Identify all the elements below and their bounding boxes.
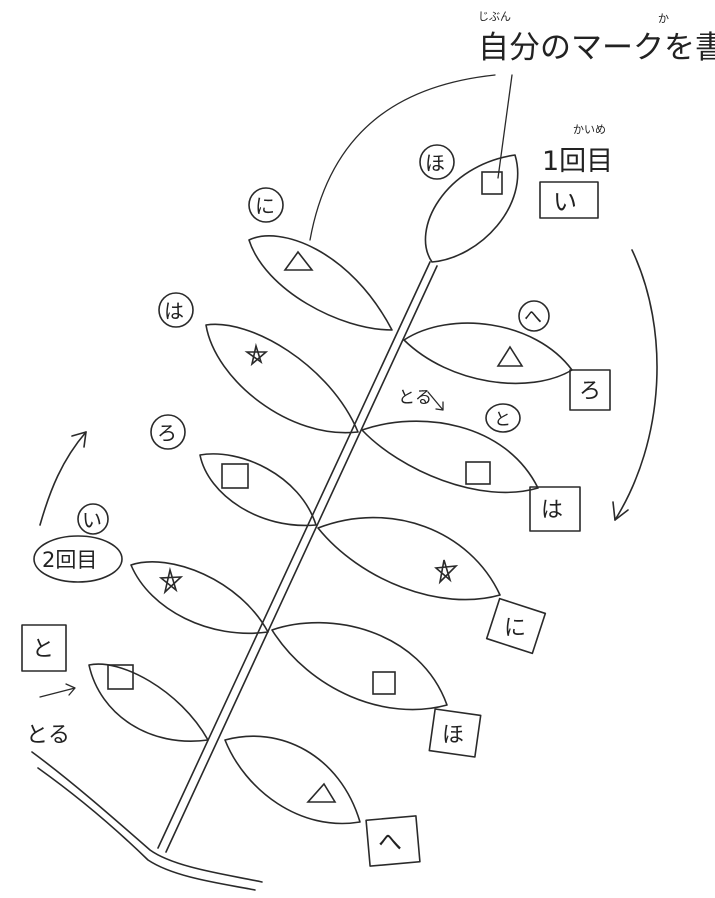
toru-left-text: とる <box>26 723 70 748</box>
stem-line-left <box>157 261 431 849</box>
leaf-left-4 <box>130 561 269 634</box>
round1-start-label: い <box>553 188 577 216</box>
stem-line-right <box>165 265 438 853</box>
label-to-right: と <box>494 410 511 430</box>
label-ro-right: ろ <box>579 379 601 404</box>
toru-left-arrow <box>39 683 76 698</box>
label-box-to-left <box>21 624 67 672</box>
label-ho-right: ほ <box>442 723 464 748</box>
round2-group: い 2回目 <box>33 431 123 583</box>
pointer-line-left <box>309 74 496 241</box>
round2-start-circle <box>77 503 109 535</box>
label-ho-top: ほ <box>425 151 445 175</box>
instruction-group: じぶん か 自分のマークを書く <box>309 10 715 241</box>
round1-start-box <box>539 181 599 219</box>
leaf-left-5 <box>88 663 209 742</box>
instruction-text: 自分のマークを書く <box>478 30 715 66</box>
round2-text: 2回目 <box>42 548 97 572</box>
ground-line-2 <box>37 767 256 891</box>
label-circle-ha <box>158 292 194 328</box>
ruby-jibun: じぶん <box>478 10 511 23</box>
mark-square-right-4 <box>372 671 396 695</box>
label-he-bottom: へ <box>378 828 402 856</box>
mark-triangle-right-1 <box>496 345 524 367</box>
mark-star-left-4 <box>158 566 184 595</box>
label-ha-left: は <box>164 299 184 323</box>
leaf-right-1 <box>403 322 573 385</box>
mark-triangle-right-5 <box>306 782 337 803</box>
leaf-left-3 <box>199 453 317 527</box>
toru-mid-arrow <box>427 391 444 411</box>
label-circle-he <box>518 300 550 332</box>
round1-text: 1回目 <box>542 146 613 177</box>
pointer-line-right <box>497 74 513 179</box>
toru-mid-text: とる <box>398 388 432 408</box>
round1-ruby: かいめ <box>573 123 606 136</box>
label-circle-ni <box>248 187 284 223</box>
leaf-right-2 <box>361 420 539 494</box>
label-circle-to <box>485 403 521 433</box>
label-box-ha <box>529 486 581 532</box>
round2-start-label: い <box>82 508 102 532</box>
arrow-up-left <box>39 431 87 526</box>
mark-square-top <box>481 171 503 195</box>
leaf-left-2 <box>205 323 359 434</box>
label-to-left: と <box>32 637 54 662</box>
label-ni-left: に <box>255 194 275 218</box>
round2-oval <box>33 535 123 583</box>
label-ni-right: に <box>504 616 526 641</box>
ground-line-1 <box>31 751 263 883</box>
mark-star-right-3 <box>434 559 459 585</box>
mark-triangle-left-1 <box>283 250 314 271</box>
ruby-kaku: か <box>658 12 669 25</box>
leaf-top <box>424 154 519 263</box>
arrow-down-right <box>614 249 658 521</box>
mark-square-right-2 <box>465 461 491 485</box>
label-ro-left: ろ <box>157 421 177 445</box>
mark-star-left-2 <box>244 342 269 367</box>
label-circle-ro <box>150 414 186 450</box>
label-he-right: へ <box>524 307 542 328</box>
leaf-right-5 <box>224 735 361 825</box>
leaf-right-3 <box>317 516 501 601</box>
round1-group: かいめ 1回目 い <box>539 123 658 521</box>
label-box-ni <box>485 597 547 655</box>
arrow-down-right-head <box>612 501 629 521</box>
leaf-right-4 <box>271 621 448 711</box>
label-box-he-bottom <box>365 815 421 867</box>
arrow-up-left-head <box>71 431 87 448</box>
label-box-ho <box>428 708 482 758</box>
leaf-left-1 <box>248 235 393 331</box>
label-box-ro <box>569 369 611 411</box>
mark-square-left-3 <box>221 463 249 489</box>
label-circle-ho <box>419 144 455 180</box>
mark-square-left-5 <box>107 664 134 690</box>
label-ha-right: は <box>541 498 563 523</box>
